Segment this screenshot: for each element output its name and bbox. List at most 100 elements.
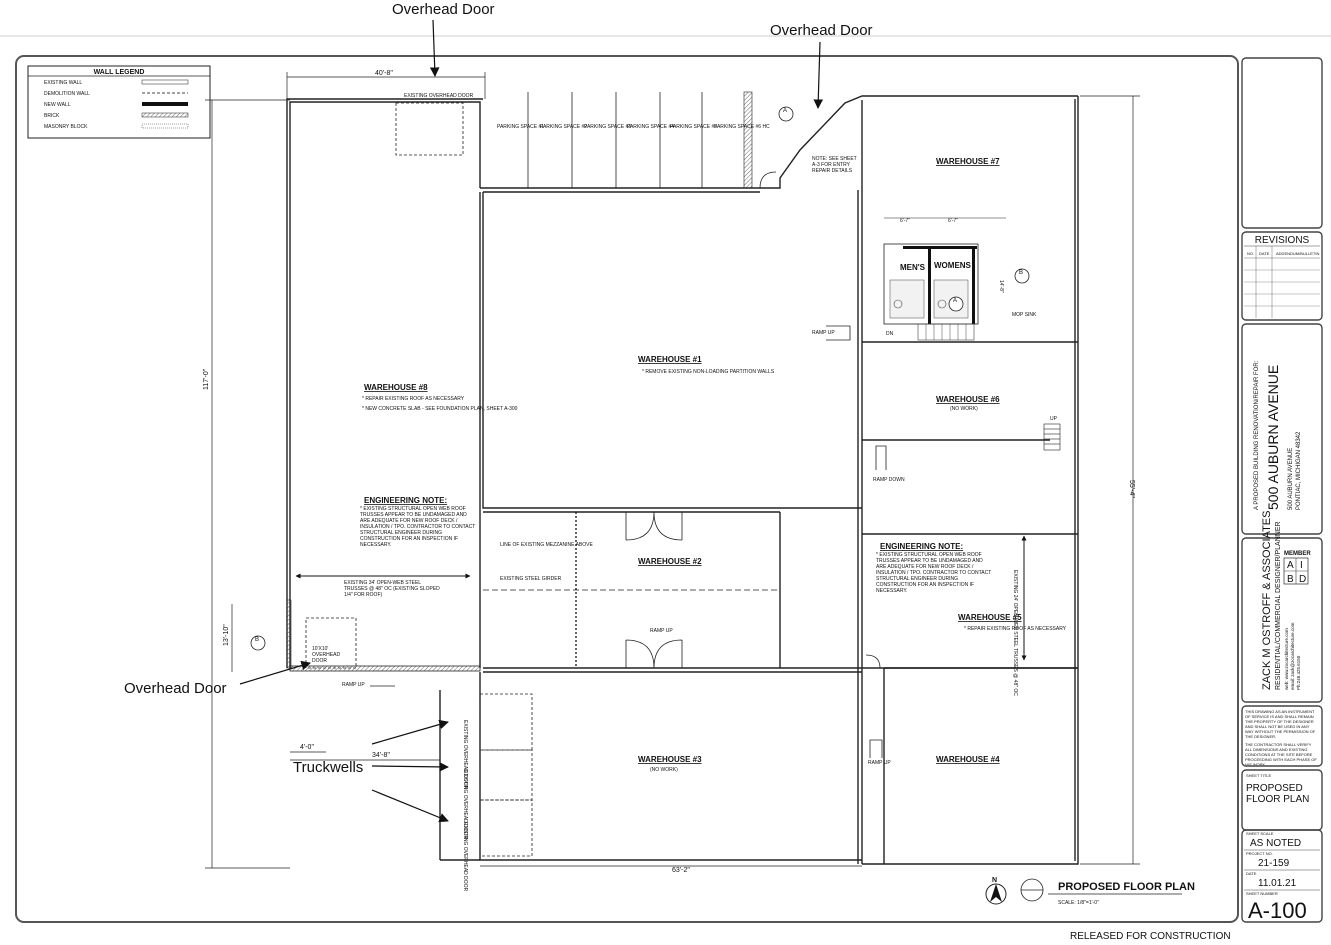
revisions-col: ADDENDUM/BULLETIN [1276, 251, 1319, 256]
room-warehouse-4: WAREHOUSE #4 [936, 755, 1000, 764]
room-note: * REPAIR EXISTING ROOF AS NECESSARY [362, 396, 465, 402]
brick-wall [743, 91, 753, 189]
existing-overhead-door-top [395, 102, 464, 156]
sheet-title-line-2: FLOOR PLAN [1246, 794, 1309, 805]
sheet-title-label: SHEET TITLE [1246, 773, 1272, 778]
engineering-note-body: * EXISTING STRUCTURAL OPEN WEB ROOF TRUS… [360, 506, 475, 548]
truckwell-door-label: EXISTING OVERHEAD DOOR [462, 720, 468, 790]
ramp-up-label: RAMP UP [812, 330, 835, 336]
callout-truckwells: Truckwells [293, 759, 363, 776]
womens-label: WOMENS [934, 261, 972, 270]
overhead-door-10x10-text: 10'X10' OVERHEAD DOOR [312, 646, 341, 664]
disclaimer-text-2: THE CONTRACTOR SHALL VERIFY ALL DIMENSIO… [1245, 742, 1317, 765]
parking-label: PARKING SPACE #4 [627, 124, 674, 130]
disclaimer-text-1: THIS DRAWING AS AN INSTRUMENT OF SERVICE… [1245, 709, 1316, 739]
callout-arrow [371, 719, 449, 745]
svg-text:B: B [1019, 270, 1023, 276]
callout-overhead-door-left: Overhead Door [124, 680, 227, 697]
entry-note: NOTE: SEE SHEET A-3 FOR ENTRY REPAIR DET… [812, 156, 857, 174]
parking-label: PARKING SPACE #1 [497, 124, 544, 130]
room-warehouse-6: WAREHOUSE #6 [936, 395, 1000, 404]
truckwells-outline [479, 693, 533, 857]
steel-girder-note: EXISTING STEEL GIRDER [500, 576, 562, 582]
masonry-wall [286, 599, 292, 669]
member-label: MEMBER [1284, 551, 1311, 557]
dimension-lines [205, 72, 1140, 869]
firm-email: email: zack@zocarchitecture.com [1290, 622, 1295, 690]
north-label: N [992, 877, 997, 884]
ramp-up-label: RAMP UP [868, 760, 891, 766]
project-no: 21-159 [1258, 858, 1290, 869]
room-warehouse-2: WAREHOUSE #2 [638, 557, 702, 566]
room-sub: (NO WORK) [650, 767, 678, 773]
ramp-up-label: RAMP UP [650, 628, 673, 634]
dim-truck: 34'-8" [372, 752, 390, 759]
parking-label: PARKING SPACE #3 [584, 124, 631, 130]
legend-item: BRICK [44, 113, 60, 119]
aibd-letter: D [1299, 574, 1306, 585]
legend-swatch-brick [141, 112, 189, 118]
project-name: 500 AUBURN AVENUE [1265, 365, 1281, 510]
callout-arrow [429, 19, 440, 77]
overhead-door-10x10 [305, 617, 357, 669]
trusses-left-note: EXISTING 34' OPEN-WEB STEEL TRUSSES @ 48… [344, 580, 440, 598]
sheet-border [15, 55, 1239, 923]
trusses-left-text: EXISTING 34' OPEN-WEB STEEL TRUSSES @ 48… [344, 580, 440, 598]
room-warehouse-5: WAREHOUSE #5 [958, 613, 1022, 622]
callout-arrow [239, 660, 311, 685]
footer-release-note: RELEASED FOR CONSTRUCTION [1070, 931, 1231, 942]
firm-web: web: www.zocarchitecture.com [1284, 628, 1289, 690]
svg-text:A: A [953, 298, 957, 304]
section-marks: A B A B [250, 106, 1030, 651]
mezzanine-note: LINE OF EXISTING MEZZANINE ABOVE [500, 542, 593, 548]
engineering-note-text: * EXISTING STRUCTURAL OPEN WEB ROOF TRUS… [876, 552, 992, 594]
section-mark: A [778, 106, 794, 122]
legend-item: NEW WALL [44, 102, 71, 108]
ramp-down-label: RAMP DOWN [873, 477, 905, 483]
section-mark: A [948, 296, 964, 312]
mens-label: MEN'S [900, 263, 926, 272]
dim-bath-b: 6'-7" [948, 218, 958, 224]
sheet-scale: AS NOTED [1250, 838, 1301, 849]
parking-label: PARKING SPACE #6 HC [714, 124, 770, 130]
title-block [1241, 57, 1323, 923]
masonry-wall [289, 665, 481, 672]
revisions-col: NO. [1247, 251, 1254, 256]
dim-right: 55'-4" [1128, 480, 1135, 498]
parking-stalls [527, 92, 703, 188]
legend-swatch-new [142, 102, 188, 106]
dim-left: 117'-0" [203, 368, 210, 390]
callout-overhead-door-right: Overhead Door [770, 22, 873, 39]
plan-title-symbol [1020, 878, 1044, 902]
sheet-scale-label: SHEET SCALE [1246, 831, 1274, 836]
aibd-letter: I [1300, 560, 1303, 571]
project-address-1: 500 AUBURN AVENUE [1288, 448, 1294, 510]
engineering-note-body: * EXISTING STRUCTURAL OPEN WEB ROOF TRUS… [876, 552, 992, 594]
dim-small-b: 13'-10" [223, 624, 230, 646]
sheet-no-label: SHEET NUMBER [1246, 891, 1278, 896]
wall-legend: WALL LEGEND EXISTING WALL DEMOLITION WAL… [27, 65, 211, 139]
svg-text:B: B [255, 637, 259, 643]
plan-scale: SCALE: 1/8"=1'-0" [1058, 900, 1099, 906]
revisions-col: DATE [1259, 251, 1270, 256]
truckwell-door-label: EXISTING OVERHEAD DOOR [462, 822, 468, 892]
trusses-right-note: EXISTING 24' OPEN-WEB STEEL TRUSSES @ 48… [1012, 570, 1018, 696]
date-label: DATE [1246, 871, 1257, 876]
stairs [1043, 423, 1061, 451]
room-warehouse-1: WAREHOUSE #1 [638, 355, 702, 364]
sheet-number: A-100 [1248, 898, 1307, 923]
overhead-door-10x10-label: 10'X10' OVERHEAD DOOR [312, 646, 341, 664]
plan-title: PROPOSED FLOOR PLAN [1058, 881, 1195, 893]
legend-title: WALL LEGEND [94, 69, 145, 76]
legend-swatch-masonry [141, 123, 189, 129]
legend-swatch-existing [141, 79, 189, 85]
revisions-title: REVISIONS [1255, 235, 1310, 246]
legend-item: MASONRY BLOCK [44, 124, 88, 130]
section-mark: B [1014, 268, 1030, 284]
entry-note-text: NOTE: SEE SHEET A-3 FOR ENTRY REPAIR DET… [812, 156, 857, 174]
double-door [625, 171, 881, 669]
callout-overhead-door-top: Overhead Door [392, 1, 495, 18]
parking-label: PARKING SPACE #5 [670, 124, 717, 130]
aibd-letter: A [1287, 560, 1294, 571]
